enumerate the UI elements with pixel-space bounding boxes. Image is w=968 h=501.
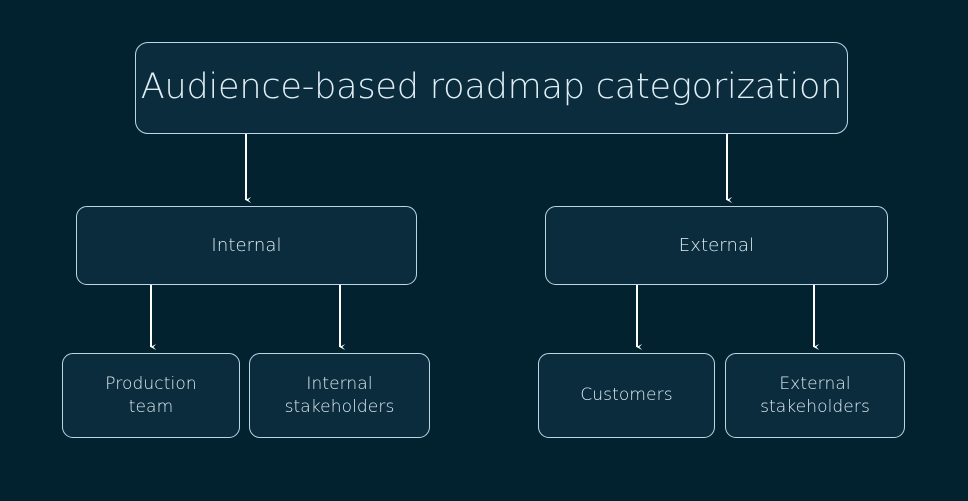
node-external-stakeholders-label: External stakeholders (760, 374, 870, 417)
node-internal[interactable]: Internal (76, 206, 417, 285)
node-customers[interactable]: Customers (538, 353, 715, 438)
node-production-team-label: Production team (105, 374, 197, 417)
node-external-label: External (678, 234, 755, 256)
node-production-team[interactable]: Production team (62, 353, 240, 438)
node-root-label: Audience-based roadmap categorization (140, 67, 843, 108)
node-external[interactable]: External (545, 206, 888, 285)
node-customers-label: Customers (580, 385, 673, 406)
node-external-stakeholders[interactable]: External stakeholders (725, 353, 905, 438)
node-internal-label: Internal (211, 234, 282, 256)
node-root[interactable]: Audience-based roadmap categorization (135, 42, 848, 134)
node-internal-stakeholders-label: Internal stakeholders (284, 374, 395, 417)
node-internal-stakeholders[interactable]: Internal stakeholders (249, 353, 430, 438)
